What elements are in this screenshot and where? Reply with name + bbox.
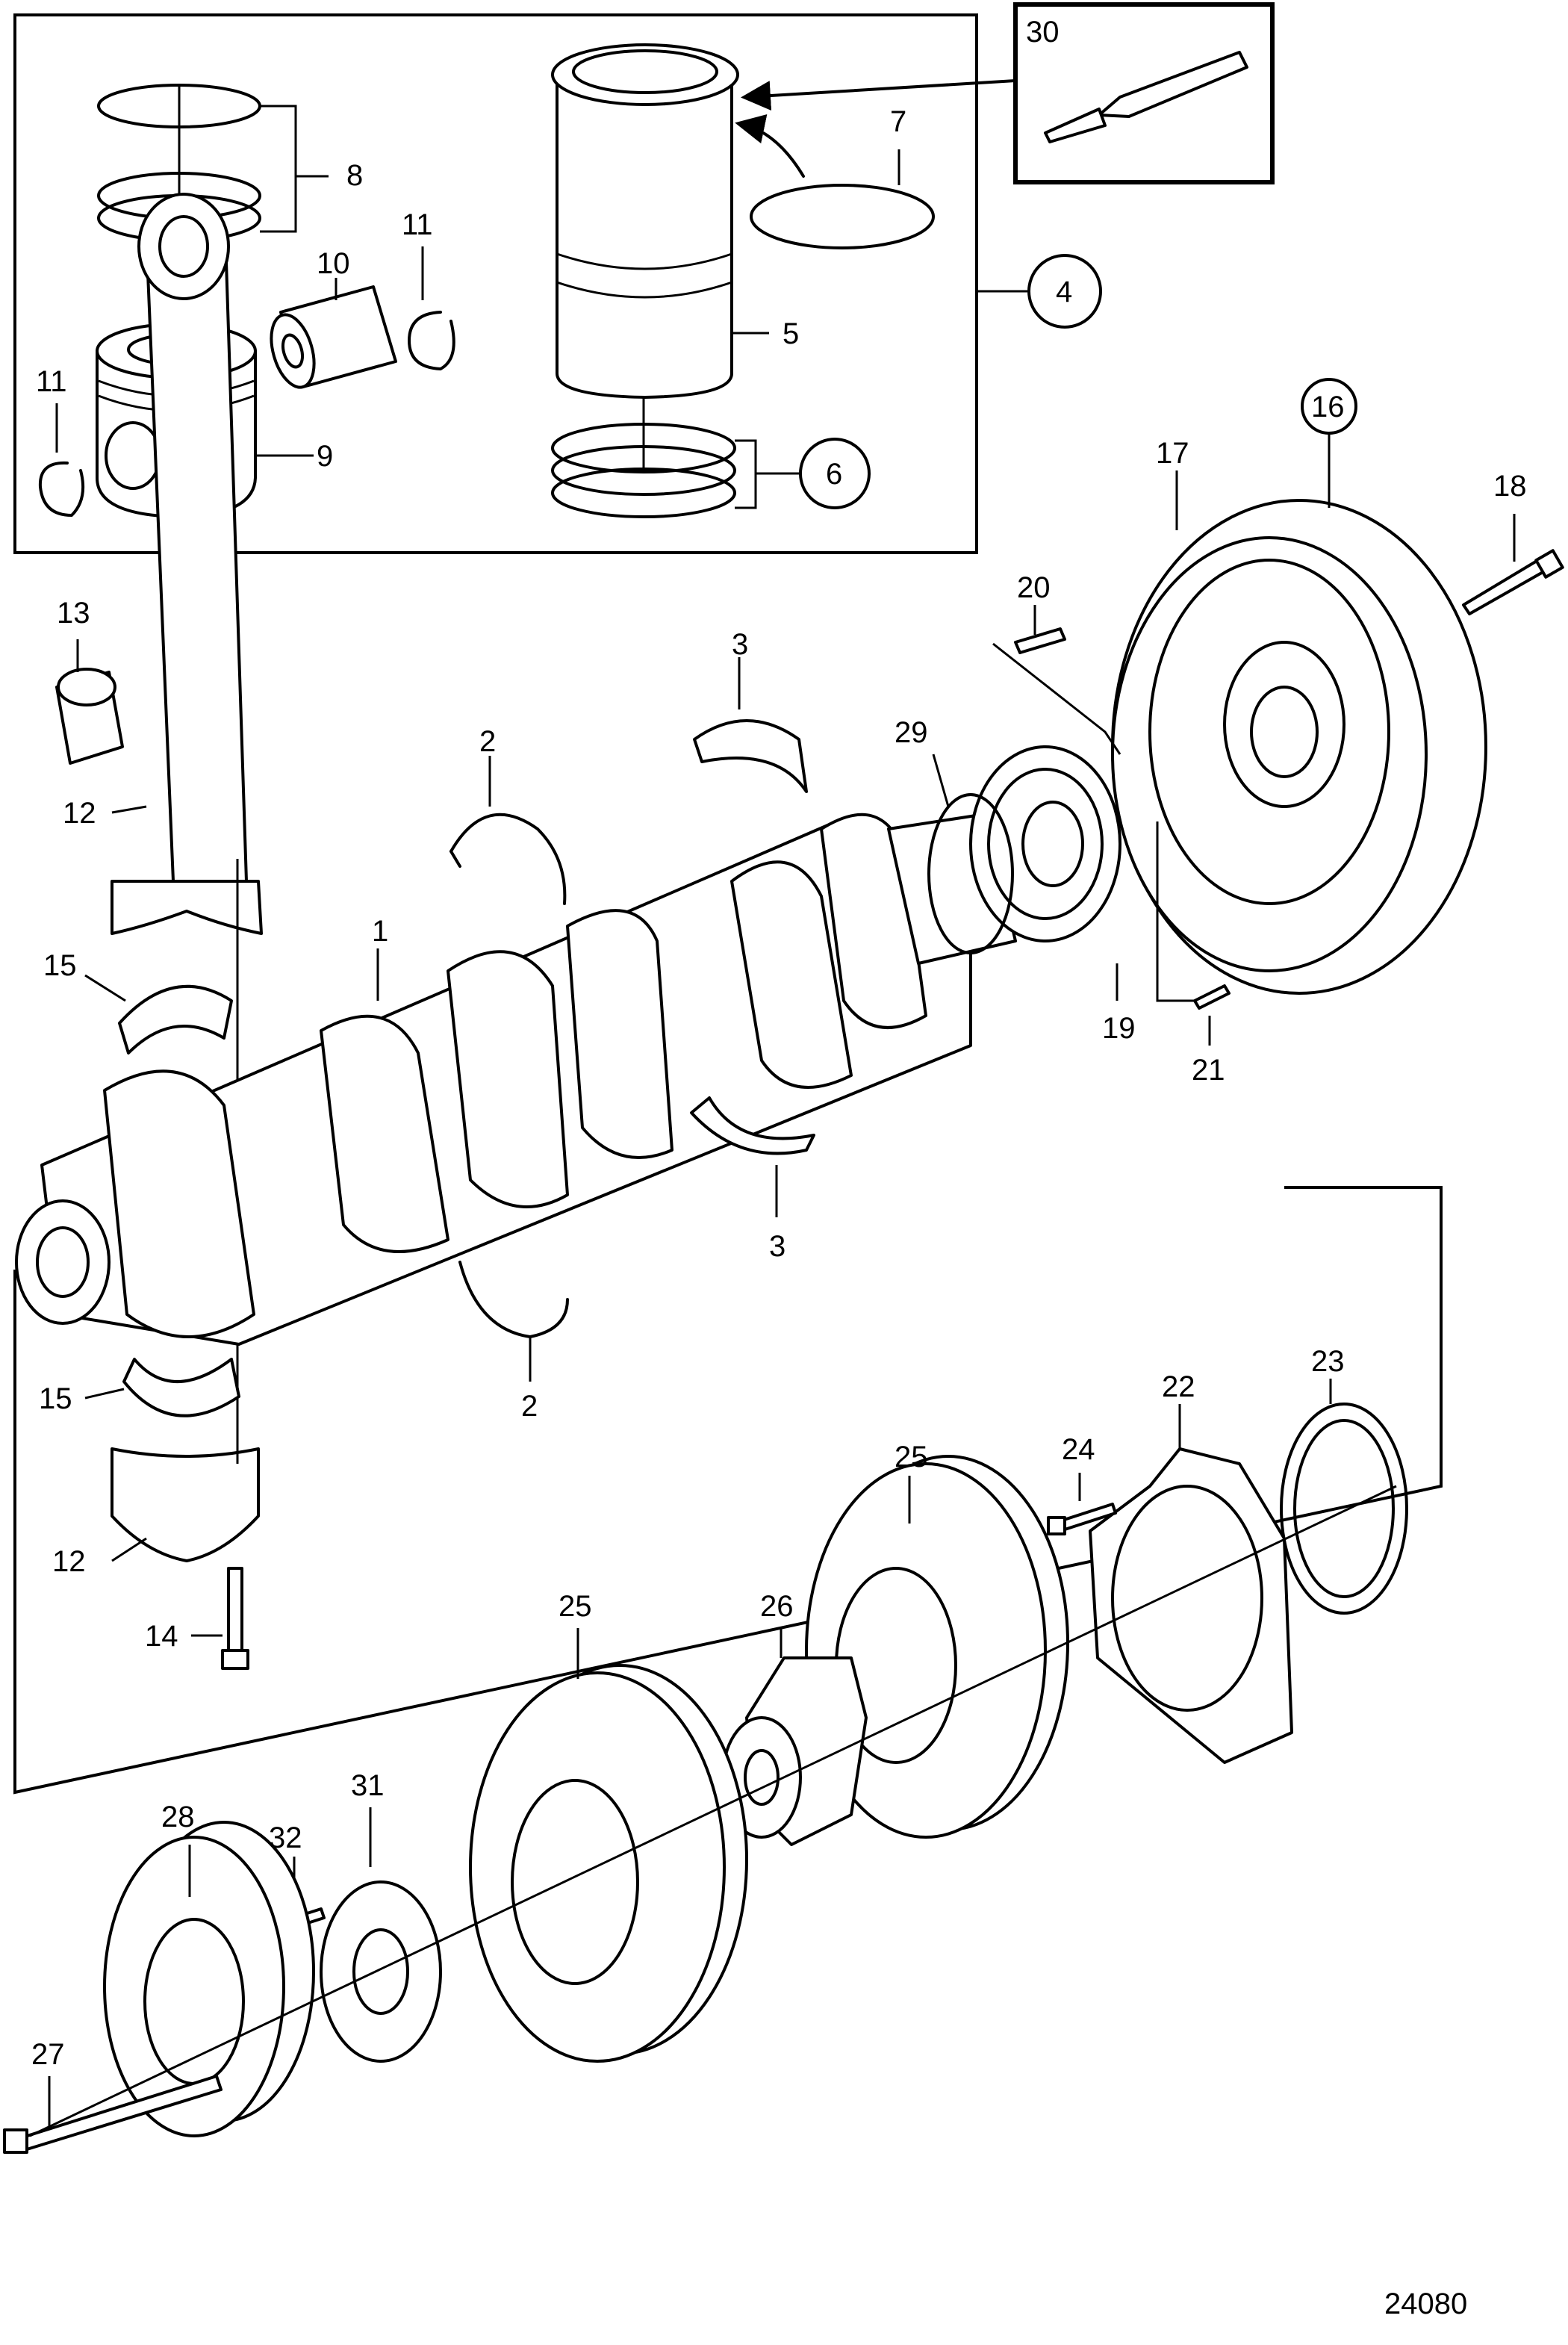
callout-19: 19: [1102, 1012, 1136, 1045]
callout-14: 14: [145, 1620, 178, 1653]
pulley-bolt-part: [3, 2075, 223, 2154]
callout-17: 17: [1156, 437, 1189, 470]
callout-28: 28: [161, 1801, 195, 1833]
callout-6-circle: [799, 438, 871, 509]
crankshaft-part: [15, 813, 1017, 1346]
callout-2: 2: [521, 1390, 538, 1423]
callout-2: 2: [479, 725, 496, 758]
callout-9: 9: [317, 440, 333, 473]
flywheel-bolt-part: [1462, 514, 1564, 615]
callout-24: 24: [1062, 1433, 1095, 1466]
circlip-part: [38, 246, 455, 517]
callout-15: 15: [43, 949, 77, 982]
callout-4: 4: [1056, 276, 1072, 308]
callout-32: 32: [269, 1821, 302, 1854]
vibration-damper-part: [469, 1628, 748, 2063]
front-end-kit-frame: [13, 1186, 1443, 1795]
callout-15: 15: [39, 1382, 72, 1415]
flywheel-part: [1111, 378, 1487, 995]
hub-ring-part: [320, 1807, 442, 2063]
callout-3: 3: [769, 1230, 785, 1263]
callout-29: 29: [895, 716, 928, 749]
liner-seal-rings-part: [551, 397, 800, 518]
big-end-bearing-shell-part: [84, 974, 240, 1417]
callout-4-circle: [1027, 254, 1102, 329]
callout-5: 5: [783, 317, 799, 350]
main-bearing-shell-part: [690, 657, 815, 1217]
small-end-bushing-part: [55, 639, 124, 765]
connecting-rod-bolt-part: [191, 1567, 249, 1670]
callout-30: 30: [1026, 16, 1060, 49]
dowel-pin-part: [992, 605, 1231, 1046]
callout-8: 8: [346, 159, 363, 192]
piston-pin-part: [270, 278, 397, 389]
thrust-washer-part: [449, 756, 569, 1382]
callout-22: 22: [1162, 1370, 1195, 1403]
callout-13: 13: [57, 597, 90, 630]
callout-16: 16: [1311, 391, 1345, 423]
belt-pulley-part: [103, 1821, 315, 2137]
callout-6: 6: [826, 458, 842, 491]
figure-number: 24080: [1384, 2287, 1467, 2320]
callout-18: 18: [1493, 470, 1527, 503]
callout-27: 27: [31, 2038, 65, 2071]
callout-7: 7: [890, 105, 906, 138]
callout-12: 12: [52, 1545, 86, 1578]
seal-ring-part: [1280, 1379, 1408, 1615]
callout-11: 11: [36, 365, 67, 398]
callout-21: 21: [1192, 1054, 1225, 1087]
callout-25: 25: [895, 1441, 928, 1473]
assembly-axis-line: [29, 1485, 1397, 2137]
callout-labels: 1 2 2 3 3 4 5 6 7 8 9 10 11 11 12 12 13 …: [31, 16, 1527, 2071]
piston-liner-kit-frame: [13, 13, 1027, 554]
callout-25: 25: [559, 1590, 592, 1623]
callout-1: 1: [372, 915, 388, 948]
connecting-rod-part: [111, 193, 263, 1562]
callout-10: 10: [317, 247, 350, 280]
callout-31: 31: [351, 1769, 385, 1802]
cover-bolt-part: [1047, 1473, 1117, 1535]
liner-seal-ring-part: [735, 114, 935, 249]
callout-3: 3: [732, 628, 748, 661]
cylinder-liner-part: [551, 43, 769, 399]
callout-23: 23: [1311, 1345, 1345, 1378]
callout-12: 12: [63, 797, 96, 830]
crankshaft-gear-part: [927, 745, 1121, 1001]
callout-11: 11: [402, 208, 433, 241]
sealant-tube-part: [741, 2, 1275, 184]
callout-26: 26: [760, 1590, 794, 1623]
callout-20: 20: [1017, 571, 1051, 604]
